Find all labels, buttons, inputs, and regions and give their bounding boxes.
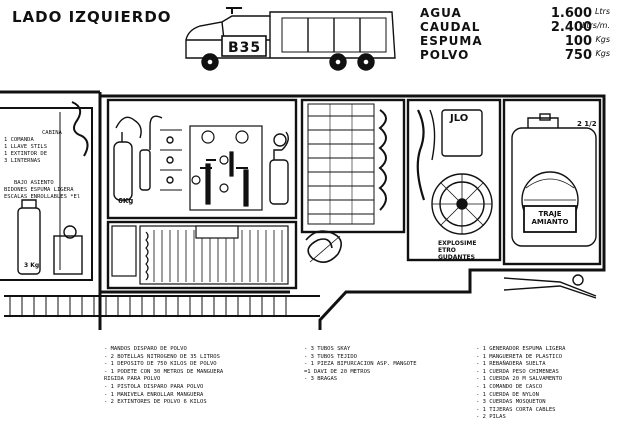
legend-column-1: - MANDOS DISPARO DE POLVO - 2 BOTELLAS N… bbox=[104, 346, 223, 407]
coiled-hose bbox=[305, 230, 342, 263]
legend-item: - 1 REBAÑADERA SUELTA bbox=[476, 361, 546, 368]
spec-value: 100 bbox=[564, 34, 592, 49]
legend-item: - 1 CUERDA PESO CHIMENEAS bbox=[476, 368, 559, 375]
cabin-note-line: 1 COMANDA bbox=[4, 137, 34, 143]
truck-icon bbox=[185, 7, 396, 71]
cabin-note-line: 1 LLAVE STILS bbox=[4, 144, 48, 150]
cab-items bbox=[17, 101, 89, 275]
fan-label-line: GUDANTES bbox=[438, 254, 475, 261]
cab-window bbox=[0, 107, 93, 281]
legend-item: - 1 MANGUERETA DE PLASTICO bbox=[476, 353, 563, 360]
legend-item: - 1 PISTOLA DISPARO PARA POLVO bbox=[104, 383, 204, 390]
hose-reel bbox=[111, 225, 289, 285]
cabin-note-line: 1 EXTINTOR DE bbox=[4, 151, 48, 157]
legend-item: - 2 BOTELLAS NITROGENO DE 35 LITROS bbox=[104, 353, 220, 360]
spec-unit: Kgs bbox=[595, 35, 611, 44]
legend-item: - 2 EXTINTORES DE POLVO 6 KILOS bbox=[104, 399, 207, 406]
seat-note: BAJO ASIENTO BIDONES ESPUMA LIGERA ESCAL… bbox=[4, 180, 80, 201]
spec-table: AGUA 1.600 Ltrs CAUDAL 2.400 Ltrs/m. ESP… bbox=[420, 6, 611, 63]
spec-unit: Kgs bbox=[595, 49, 611, 58]
legend-item: - 3 TUBOS SKAY bbox=[304, 346, 351, 352]
legend-item: - 1 PIEZA BIFURCACION ASP. MANGOTE bbox=[304, 361, 417, 368]
spec-row-powder: POLVO 750 Kgs bbox=[420, 48, 611, 63]
suit-label: TRAJE AMIANTO bbox=[528, 210, 572, 226]
cable-cutter bbox=[503, 274, 597, 299]
legend-item: - 1 DEPOSITO DE 750 KILOS DE POLVO bbox=[104, 361, 217, 368]
legend-item: - 1 CUERDA DE NYLON bbox=[476, 391, 539, 398]
fan-label-line: EXPLOSIME bbox=[438, 240, 477, 247]
rigid-hose bbox=[4, 295, 320, 317]
cabin-note: CABINA 1 COMANDA 1 LLAVE STILS 1 EXTINTO… bbox=[4, 130, 62, 165]
spec-unit: Ltrs bbox=[594, 7, 610, 16]
spec-row-water: AGUA 1.600 Ltrs bbox=[420, 6, 610, 21]
seat-note-line: BIDONES ESPUMA LIGERA bbox=[4, 187, 74, 193]
legend-item: - 1 CUERDA 20 M SALVAMENTO bbox=[476, 376, 563, 383]
fan-label-line: ETRO bbox=[438, 247, 456, 254]
legend-item: - 1 COMANDO DE CASCO bbox=[476, 383, 543, 390]
compartment-frames bbox=[106, 98, 602, 290]
tank-label: 3 Kg bbox=[24, 262, 40, 269]
bottle-label: 6Kg bbox=[118, 197, 134, 205]
cabin-note-line: 3 LINTERNAS bbox=[4, 158, 41, 164]
seat-note-line: BAJO ASIENTO bbox=[14, 180, 54, 186]
spec-row-foam: ESPUMA 100 Kgs bbox=[420, 34, 611, 49]
tube-stack bbox=[307, 103, 387, 225]
fan-label: EXPLOSIME ETRO GUDANTES bbox=[438, 240, 476, 261]
spec-value: 1.600 bbox=[550, 6, 592, 21]
legend-item: - 2 PILAS bbox=[476, 414, 506, 421]
legend-column-2: - 3 TUBOS SKAY - 3 TUBOS TEJIDO - 1 PIEZ… bbox=[304, 346, 417, 384]
truck-code: B35 bbox=[228, 40, 262, 56]
legend-item: - 1 TIJERAS CORTA CABLES bbox=[476, 406, 556, 413]
jerrycan-and-suit bbox=[511, 113, 597, 247]
legend-item: =1 DAVI DE 20 METROS bbox=[304, 368, 371, 375]
jerrycan-label: 2 1/2 bbox=[577, 120, 597, 128]
spec-label: AGUA bbox=[420, 6, 462, 20]
spec-label: CAUDAL bbox=[420, 20, 481, 34]
jlo-label: JLO bbox=[450, 113, 469, 124]
legend-item: RIGIDA PARA POLVO bbox=[104, 376, 161, 383]
legend-item: - 1 PODETE CON 30 METROS DE MANGUERA bbox=[104, 368, 224, 375]
seat-note-line: ESCALAS ENROLLABLES *El bbox=[4, 194, 81, 200]
legend-item: - MANDOS DISPARO DE POLVO bbox=[104, 346, 187, 352]
suit-label-line: AMIANTO bbox=[531, 218, 569, 226]
foam-generator bbox=[416, 109, 493, 235]
spec-label: POLVO bbox=[420, 48, 470, 62]
spec-row-flow: CAUDAL 2.400 Ltrs/m. bbox=[420, 20, 610, 35]
page-title: LADO IZQUIERDO bbox=[12, 8, 172, 26]
nitrogen-bottles bbox=[113, 115, 182, 201]
spec-label: ESPUMA bbox=[420, 34, 483, 48]
suit-label-line: TRAJE bbox=[538, 210, 562, 218]
legend-item: - 3 BRAGAS bbox=[304, 376, 338, 383]
legend-item: - 3 CUERDAS MOSQUETON bbox=[476, 399, 546, 406]
legend-item: - 1 MANIVELA ENROLLAR MANGUERA bbox=[104, 391, 204, 398]
truck-body-outline bbox=[0, 90, 606, 330]
legend-column-3: - 1 GENERADOR ESPUMA LIGERA - 1 MANGUERE… bbox=[476, 346, 565, 422]
spec-value: 2.400 bbox=[550, 20, 592, 35]
control-panel bbox=[189, 125, 263, 211]
legend-item: - 3 TUBOS TEJIDO bbox=[304, 353, 357, 360]
spec-unit: Ltrs/m. bbox=[581, 21, 610, 30]
extinguisher-right bbox=[269, 131, 289, 205]
cabin-note-line: CABINA bbox=[42, 130, 62, 136]
spec-value: 750 bbox=[564, 48, 592, 63]
legend-item: - 1 GENERADOR ESPUMA LIGERA bbox=[476, 346, 566, 352]
